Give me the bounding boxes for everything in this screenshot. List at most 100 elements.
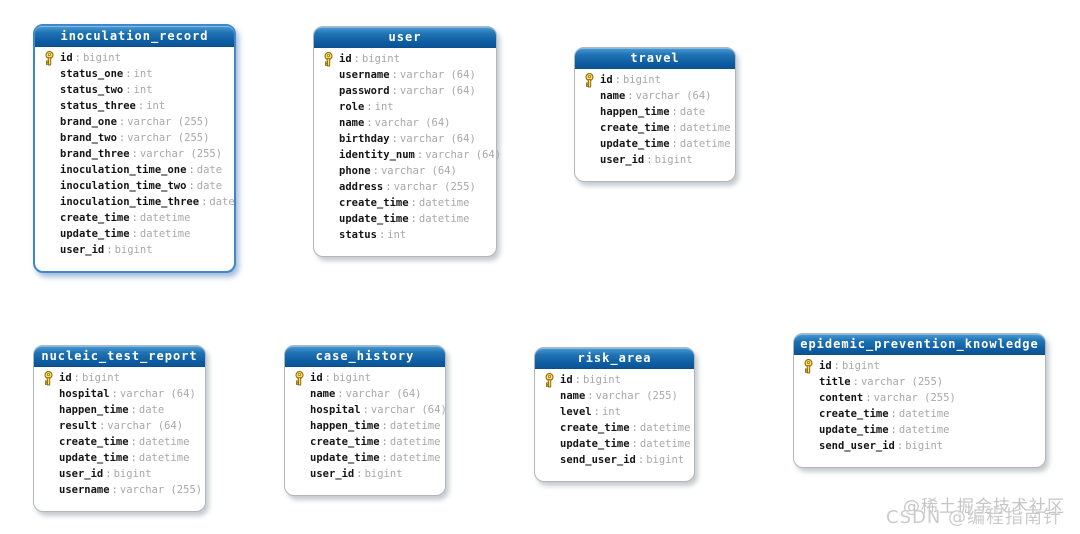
field-type: bigint: [82, 52, 121, 64]
field-type: varchar (64): [635, 90, 712, 102]
field-colon: :: [130, 404, 137, 416]
field-colon: :: [890, 424, 897, 436]
field-type: datetime: [639, 438, 691, 450]
field-colon: :: [416, 149, 424, 161]
field-row: user_id:bigint: [38, 466, 201, 482]
primary-key-icon: [295, 370, 304, 386]
field-name: update_time: [310, 452, 380, 464]
field-colon: :: [353, 53, 360, 65]
key-slot: [38, 467, 59, 482]
field-name: name: [310, 388, 336, 400]
key-slot: [539, 421, 560, 436]
field-colon: :: [74, 52, 81, 64]
field-name: inoculation_time_two: [60, 180, 187, 192]
field-name: update_time: [560, 438, 630, 450]
field-name: update_time: [819, 424, 889, 436]
field-row: level:int: [539, 404, 690, 420]
table-fields: id:bigint username:varchar (64): [314, 48, 501, 256]
table-header[interactable]: case_history: [285, 346, 445, 367]
key-slot: [539, 372, 560, 388]
table-user[interactable]: user id:bigint: [313, 26, 501, 257]
field-type: varchar (255): [595, 390, 678, 402]
field-type: varchar (64): [107, 420, 184, 432]
field-colon: :: [366, 101, 373, 113]
table-header[interactable]: nucleic_test_report: [34, 346, 205, 367]
field-type: varchar (255): [139, 148, 223, 160]
field-colon: :: [118, 116, 126, 128]
field-name: address: [339, 181, 384, 193]
field-name: create_time: [59, 436, 129, 448]
field-name: identity_num: [339, 149, 415, 161]
key-slot: [539, 437, 560, 452]
key-slot: [539, 405, 560, 420]
key-slot: [798, 375, 819, 390]
table-risk_area[interactable]: risk_area id: bigint: [534, 347, 695, 482]
key-slot: [579, 89, 600, 104]
field-name: update_time: [339, 213, 409, 225]
table-header[interactable]: epidemic_prevention_knowledge: [794, 334, 1045, 355]
primary-key-icon: [324, 51, 333, 67]
table-title: epidemic_prevention_knowledge: [800, 337, 1039, 351]
field-row: birthday:varchar (64): [318, 131, 492, 147]
field-name: create_time: [560, 422, 630, 434]
field-row: user_id:bigint: [579, 152, 731, 168]
table-title: inoculation_record: [60, 29, 209, 43]
table-inoculation_record[interactable]: inoculation_record id:bigint: [33, 24, 236, 273]
field-row: update_time:datetime: [38, 450, 201, 466]
key-slot: [579, 72, 600, 88]
field-colon: :: [378, 229, 386, 241]
field-type: int: [133, 68, 153, 80]
field-row: status_one:int: [39, 66, 230, 82]
table-epidemic_prevention_knowledge[interactable]: epidemic_prevention_knowledge id:bigint: [793, 333, 1046, 468]
table-header[interactable]: inoculation_record: [35, 26, 234, 47]
table-case_history[interactable]: case_history id:bigint: [284, 345, 447, 496]
key-slot: [318, 84, 339, 99]
field-name: id: [60, 52, 73, 64]
field-colon: :: [131, 212, 138, 224]
field-type: varchar (255): [860, 376, 944, 388]
table-nucleic_test_report[interactable]: nucleic_test_report id:bigint: [33, 345, 206, 512]
field-row: id:bigint: [798, 358, 1041, 374]
field-row: brand_two:varchar (255): [39, 130, 230, 146]
field-colon: :: [671, 106, 678, 118]
field-colon: :: [356, 468, 363, 480]
field-name: hospital: [59, 388, 110, 400]
field-type: varchar (255): [119, 484, 203, 496]
table-fields: id:bigint name:varchar (64): [285, 367, 447, 495]
field-type: datetime: [139, 228, 191, 240]
field-colon: :: [646, 154, 653, 166]
primary-key-icon: [804, 358, 813, 374]
key-slot: [289, 419, 310, 434]
field-row: hospital:varchar (64): [289, 402, 447, 418]
field-name: inoculation_time_one: [60, 164, 187, 176]
field-type: datetime: [138, 452, 190, 464]
field-type: bigint: [81, 372, 120, 384]
table-fields: id:bigint hospital:varchar (64): [34, 367, 205, 511]
field-colon: :: [410, 213, 417, 225]
key-slot: [579, 137, 600, 152]
field-name: status: [339, 229, 377, 241]
field-type: int: [601, 406, 621, 418]
field-type: varchar (64): [345, 388, 422, 400]
key-slot: [39, 163, 60, 178]
table-header[interactable]: risk_area: [535, 348, 694, 369]
field-name: name: [339, 117, 365, 129]
field-type: date: [196, 180, 223, 192]
field-type: int: [374, 101, 394, 113]
field-colon: :: [125, 84, 132, 96]
field-name: id: [560, 374, 573, 386]
field-type: bigint: [582, 374, 621, 386]
table-header[interactable]: user: [314, 27, 496, 48]
field-colon: :: [324, 372, 331, 384]
key-slot: [39, 50, 60, 66]
field-row: identity_num:varchar (64): [318, 147, 501, 163]
table-travel[interactable]: travel id:bigint: [574, 47, 736, 182]
key-slot: [318, 116, 339, 131]
table-fields: id:bigint status_one:int: [35, 47, 235, 271]
table-header[interactable]: travel: [575, 48, 735, 69]
field-type: bigint: [905, 440, 944, 452]
field-row: phone:varchar (64): [318, 163, 492, 179]
field-colon: :: [391, 85, 398, 97]
field-colon: :: [631, 422, 638, 434]
